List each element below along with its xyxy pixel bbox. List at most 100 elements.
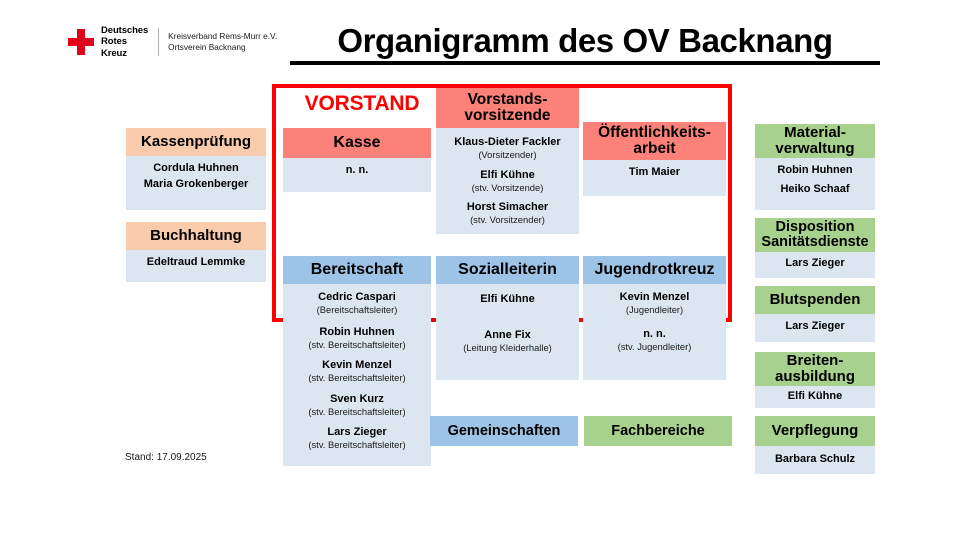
vorstand-label: VORSTAND: [304, 92, 420, 115]
person-role: (Leitung Kleiderhalle): [463, 342, 552, 354]
person-name: Klaus-Dieter Fackler: [454, 136, 561, 148]
column-materialverwaltung: Material- verwaltung Robin Huhnen Heiko …: [755, 124, 875, 210]
person-entry: Cedric Caspari (Bereitschaftsleiter): [285, 290, 429, 316]
box-body-buchhaltung: Edeltraud Lemmke: [126, 250, 266, 282]
red-cross-icon: [68, 29, 94, 55]
person-name: Robin Huhnen: [319, 325, 395, 338]
logo-divider: [158, 28, 160, 56]
person-role: (Bereitschaftsleiter): [316, 304, 398, 316]
box-body-vorstandsvorsitzende: Klaus-Dieter Fackler (Vorsitzender) Elfi…: [436, 128, 579, 234]
person-name: n. n.: [345, 164, 369, 176]
person-name: Horst Simacher: [466, 201, 549, 214]
person-name: Cedric Caspari: [318, 291, 396, 303]
person-entry: Elfi Kühne (stv. Vorsitzende): [438, 168, 577, 194]
person-entry: Lars Zieger: [757, 256, 873, 270]
person-name: n. n.: [643, 327, 666, 340]
box-body-jugendrotkreuz: Kevin Menzel (Jugendleiter) n. n. (stv. …: [583, 284, 726, 380]
person-entry: Robin Huhnen (stv. Bereitschaftsleiter): [285, 325, 429, 351]
page-title: Organigramm des OV Backnang: [290, 22, 880, 65]
box-header-disposition-sanitaetsdienste: Disposition Sanitätsdienste: [755, 218, 875, 252]
person-entry: Kevin Menzel (Jugendleiter): [585, 290, 724, 316]
person-entry: Anne Fix (Leitung Kleiderhalle): [438, 328, 577, 354]
person-entry: Kevin Menzel (stv. Bereitschaftsleiter): [285, 358, 429, 384]
person-entry: Robin Huhnen: [757, 163, 873, 177]
person-role: (Jugendleiter): [625, 304, 684, 316]
person-entry: Lars Zieger (stv. Bereitschaftsleiter): [285, 425, 429, 451]
person-name: Lars Zieger: [327, 426, 387, 439]
person-name: Barbara Schulz: [774, 453, 856, 465]
person-role: (stv. Bereitschaftsleiter): [308, 439, 406, 451]
person-entry: Cordula Huhnen: [128, 161, 264, 175]
person-role: (stv. Vorsitzende): [471, 181, 544, 193]
box-header-oeffentlichkeitsarbeit: Öffentlichkeits- arbeit: [583, 122, 726, 160]
box-body-oeffentlichkeitsarbeit: Tim Maier: [583, 160, 726, 196]
box-header-bereitschaft: Bereitschaft: [283, 256, 431, 284]
person-entry: Elfi Kühne: [438, 292, 577, 306]
column-verpflegung: Verpflegung Barbara Schulz: [755, 416, 875, 474]
person-name: Lars Zieger: [785, 257, 845, 269]
box-body-breitenausbildung: Elfi Kühne: [755, 386, 875, 408]
box-body-kassenpruefung: Cordula Huhnen Maria Grokenberger: [126, 156, 266, 210]
person-name: Kevin Menzel: [619, 291, 690, 303]
box-body-kasse: n. n.: [283, 158, 431, 192]
person-entry: Heiko Schaaf: [757, 182, 873, 196]
box-header-sozialleiterin: Sozialleiterin: [436, 256, 579, 284]
person-role: (stv. Bereitschaftsleiter): [308, 338, 406, 350]
box-header-vorstandsvorsitzende: Vorstands- vorsitzende: [436, 88, 579, 128]
person-entry: Sven Kurz (stv. Bereitschaftsleiter): [285, 392, 429, 418]
column-kassenpruefung: Kassenprüfung Cordula Huhnen Maria Groke…: [126, 128, 266, 210]
drk-wordmark: Deutsches Rotes Kreuz: [101, 24, 149, 59]
stand-date: Stand: 17.09.2025: [125, 452, 207, 463]
box-body-verpflegung: Barbara Schulz: [755, 446, 875, 474]
column-kasse: Kasse n. n.: [283, 128, 431, 192]
box-body-bereitschaft: Cedric Caspari (Bereitschaftsleiter) Rob…: [283, 284, 431, 466]
box-header-kassenpruefung: Kassenprüfung: [126, 128, 266, 156]
column-vorstandsvorsitzende: Vorstands- vorsitzende Klaus-Dieter Fack…: [436, 88, 579, 234]
box-header-breitenausbildung: Breiten- ausbildung: [755, 352, 875, 386]
column-buchhaltung: Buchhaltung Edeltraud Lemmke: [126, 222, 266, 282]
box-header-materialverwaltung: Material- verwaltung: [755, 124, 875, 158]
box-body-sozialleiterin: Elfi Kühne Anne Fix (Leitung Kleiderhall…: [436, 284, 579, 380]
person-name: Sven Kurz: [330, 392, 384, 405]
person-entry: n. n.: [285, 163, 429, 177]
person-name: Tim Maier: [628, 166, 681, 178]
person-entry: Edeltraud Lemmke: [128, 255, 264, 269]
person-entry: Lars Zieger: [757, 319, 873, 333]
legend-fachbereiche: Fachbereiche: [584, 416, 732, 446]
person-name: Elfi Kühne: [480, 293, 535, 305]
logo-subtitle: Kreisverband Rems-Murr e.V. Ortsverein B…: [168, 30, 278, 52]
person-entry: Barbara Schulz: [757, 452, 873, 466]
box-body-disposition-sanitaetsdienste: Lars Zieger: [755, 252, 875, 278]
column-oeffentlichkeitsarbeit: Öffentlichkeits- arbeit Tim Maier: [583, 122, 726, 196]
person-name: Kevin Menzel: [322, 359, 392, 372]
person-entry: Klaus-Dieter Fackler (Vorsitzender): [438, 135, 577, 161]
column-blutspenden: Blutspenden Lars Zieger: [755, 286, 875, 342]
person-role: (stv. Jugendleiter): [617, 340, 692, 352]
box-body-blutspenden: Lars Zieger: [755, 314, 875, 342]
column-bereitschaft: Bereitschaft Cedric Caspari (Bereitschaf…: [283, 256, 431, 466]
person-name: Edeltraud Lemmke: [146, 256, 246, 268]
person-entry: Elfi Kühne: [757, 389, 873, 403]
column-disposition-sanitaetsdienste: Disposition Sanitätsdienste Lars Zieger: [755, 218, 875, 278]
box-body-materialverwaltung: Robin Huhnen Heiko Schaaf: [755, 158, 875, 210]
person-entry: Maria Grokenberger: [128, 177, 264, 191]
person-name: Elfi Kühne: [787, 390, 843, 402]
person-role: (stv. Bereitschaftsleiter): [308, 405, 406, 417]
person-role: (stv. Bereitschaftsleiter): [308, 372, 406, 384]
person-name: Cordula Huhnen: [153, 162, 239, 174]
box-header-jugendrotkreuz: Jugendrotkreuz: [583, 256, 726, 284]
legend-gemeinschaften: Gemeinschaften: [430, 416, 578, 446]
person-entry: n. n. (stv. Jugendleiter): [585, 327, 724, 353]
drk-logo: Deutsches Rotes Kreuz Kreisverband Rems-…: [68, 22, 277, 62]
box-header-kasse: Kasse: [283, 128, 431, 158]
person-name: Maria Grokenberger: [143, 178, 249, 191]
person-role: (Vorsitzender): [478, 149, 537, 161]
person-entry: Horst Simacher (stv. Vorsitzender): [438, 200, 577, 226]
column-breitenausbildung: Breiten- ausbildung Elfi Kühne: [755, 352, 875, 408]
column-jugendrotkreuz: Jugendrotkreuz Kevin Menzel (Jugendleite…: [583, 256, 726, 380]
person-entry: Tim Maier: [585, 165, 724, 179]
box-header-blutspenden: Blutspenden: [755, 286, 875, 314]
person-name: Anne Fix: [484, 329, 531, 342]
person-name: Heiko Schaaf: [780, 183, 850, 196]
